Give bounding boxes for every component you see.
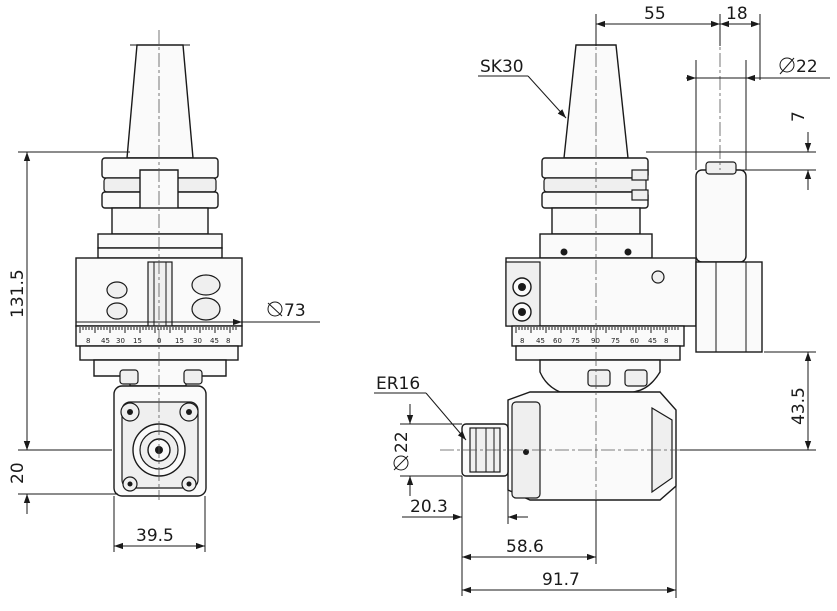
front-view: 8 45 30 15 0 15 30 45 8 <box>75 30 243 500</box>
dim-22-side-text: 22 <box>392 431 412 453</box>
dim-18-text: 18 <box>726 4 748 24</box>
front-scale-label: 15 <box>175 337 184 345</box>
dim-73-text: 73 <box>284 301 306 321</box>
side-scale-label: 45 <box>648 337 657 345</box>
dim-20-text: 20 <box>8 462 28 484</box>
side-scale-label: 75 <box>611 337 620 345</box>
front-scale-label: 8 <box>86 337 90 345</box>
front-taper <box>126 44 194 159</box>
front-scale-label: 15 <box>133 337 142 345</box>
front-scale-label: 30 <box>193 337 202 345</box>
side-scale-label: 60 <box>553 337 562 345</box>
label-sk30: SK30 <box>480 57 524 77</box>
side-scale-label: 8 <box>664 337 668 345</box>
front-scale-label: 45 <box>101 337 110 345</box>
side-coolant-body <box>695 261 763 353</box>
side-coolant-block <box>695 169 747 263</box>
front-scale-label: 8 <box>226 337 230 345</box>
dim-7-text: 7 <box>789 111 809 122</box>
side-angle-scale: 8 45 60 75 90 75 60 45 8 <box>520 337 668 345</box>
front-dimensions: 131.5 20 39.5 73 <box>8 151 320 552</box>
dim-58-6-text: 58.6 <box>506 537 544 557</box>
dim-43-5-text: 43.5 <box>789 387 809 425</box>
side-scale-label: 75 <box>571 337 580 345</box>
side-scale-label: 8 <box>520 337 524 345</box>
front-scale-label: 45 <box>210 337 219 345</box>
dim-55-text: 55 <box>644 4 666 24</box>
side-scale-label: 60 <box>630 337 639 345</box>
side-scale-label: 90 <box>591 337 600 345</box>
dim-91-7-text: 91.7 <box>542 570 580 590</box>
side-dimensions: 55 18 22 7 43.5 SK30 ER16 <box>374 4 830 598</box>
dim-39-5-text: 39.5 <box>136 526 174 546</box>
side-view: 8 45 60 75 90 75 60 45 8 <box>440 30 763 501</box>
front-scale-label: 30 <box>116 337 125 345</box>
dim-131-5-text: 131.5 <box>8 269 28 318</box>
side-scale-label: 45 <box>536 337 545 345</box>
dim-22-top-text: 22 <box>796 57 818 77</box>
label-er16: ER16 <box>376 374 420 394</box>
dim-20-3-text: 20.3 <box>410 497 448 517</box>
